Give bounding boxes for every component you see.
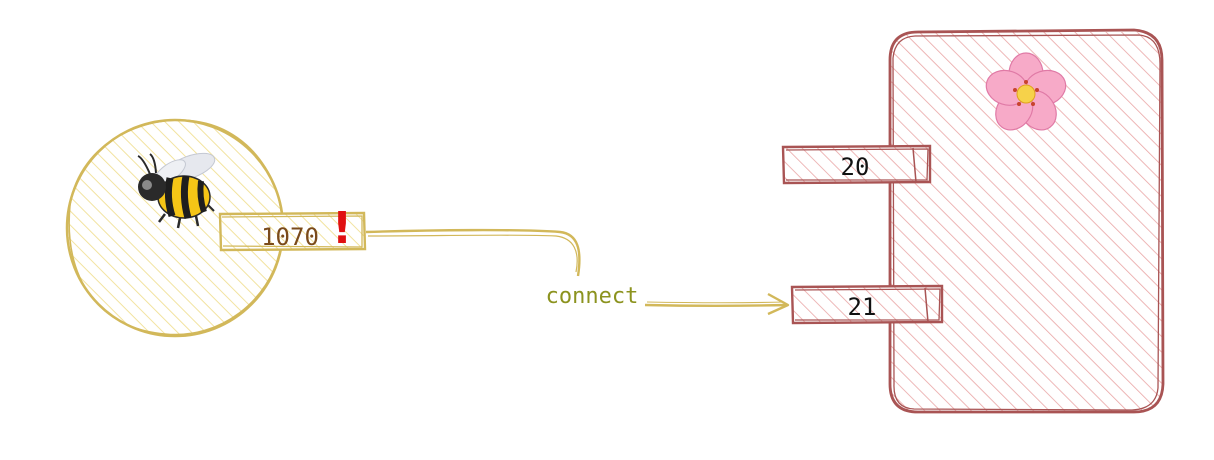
client-port-label: 1070: [261, 223, 319, 251]
server-port-20-label: 20: [841, 153, 870, 181]
client-port: 1070 !: [218, 203, 367, 254]
server-port-21-label: 21: [848, 293, 877, 321]
bee-icon: [137, 152, 216, 229]
server-port-20: 20: [781, 144, 932, 185]
alert-mark: !: [332, 203, 352, 254]
connect-arrow: [365, 228, 790, 316]
connect-label: connect: [546, 284, 639, 309]
server-node: [888, 28, 1165, 414]
cherry-blossom-icon: [985, 52, 1067, 131]
server-port-21: 21: [790, 284, 944, 325]
client-node: [65, 118, 285, 338]
